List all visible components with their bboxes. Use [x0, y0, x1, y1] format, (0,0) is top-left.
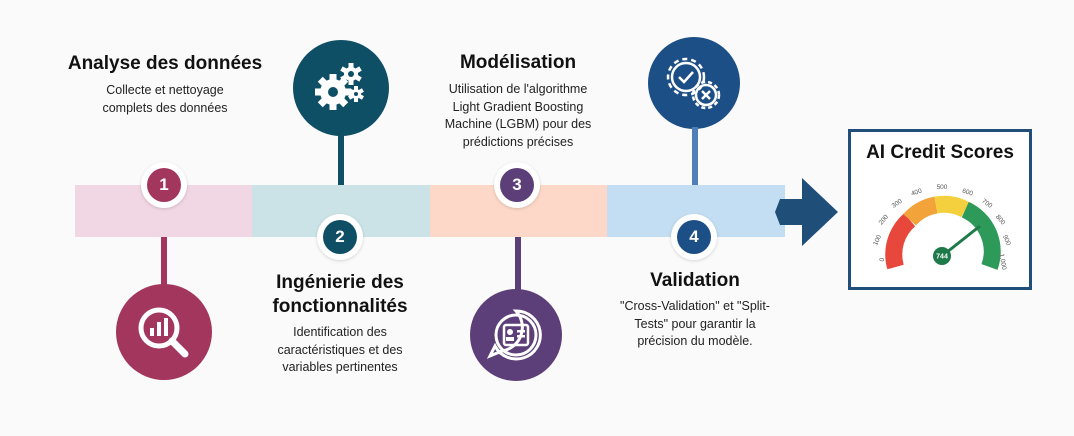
profile-list-icon	[486, 309, 542, 361]
svg-text:100: 100	[872, 234, 883, 247]
credit-score-gauge: 0 100 200 300 400 500 600 700 800 900 1,…	[872, 184, 1012, 271]
svg-text:600: 600	[961, 188, 974, 198]
credit-score-card: AI Credit Scores 0 100 200 300 400 500 6…	[848, 129, 1032, 290]
svg-text:300: 300	[891, 198, 904, 210]
svg-text:800: 800	[994, 214, 1007, 227]
svg-text:200: 200	[878, 213, 891, 226]
arrow-right-icon	[775, 178, 838, 246]
svg-text:500: 500	[937, 184, 948, 191]
step-2-icon-circle	[293, 40, 389, 136]
step-3-title: Modélisation	[459, 52, 577, 73]
step-4-title: Validation	[650, 270, 740, 291]
svg-text:900: 900	[1001, 234, 1012, 247]
step-1-connector	[161, 237, 167, 297]
svg-text:0: 0	[879, 257, 887, 262]
step-1-number-badge: 1	[141, 162, 187, 208]
step-3-connector	[515, 237, 521, 297]
step-2-number-badge: 2	[317, 214, 363, 260]
step-1-icon-circle	[116, 284, 212, 380]
step-3-number-badge: 3	[494, 162, 540, 208]
credit-score-value: 744	[936, 254, 948, 261]
analytics-search-icon	[138, 307, 189, 358]
step-3-icon-circle	[470, 289, 562, 381]
step-1-title: Analyse des données	[67, 53, 263, 74]
step-4-number-badge: 4	[671, 214, 717, 260]
gauge-hub	[933, 247, 951, 265]
step-4-connector	[692, 127, 698, 185]
check-cross-gears-icon	[666, 57, 721, 110]
step-4-description: "Cross-Validation" et "Split-Tests" pour…	[620, 299, 770, 348]
svg-text:1,000: 1,000	[998, 253, 1008, 271]
svg-text:700: 700	[980, 198, 993, 210]
step-4-icon-circle	[648, 37, 740, 129]
credit-score-title: AI Credit Scores	[866, 142, 1014, 163]
step-2-connector	[338, 130, 344, 185]
gears-icon	[315, 63, 364, 110]
svg-text:400: 400	[910, 187, 923, 197]
